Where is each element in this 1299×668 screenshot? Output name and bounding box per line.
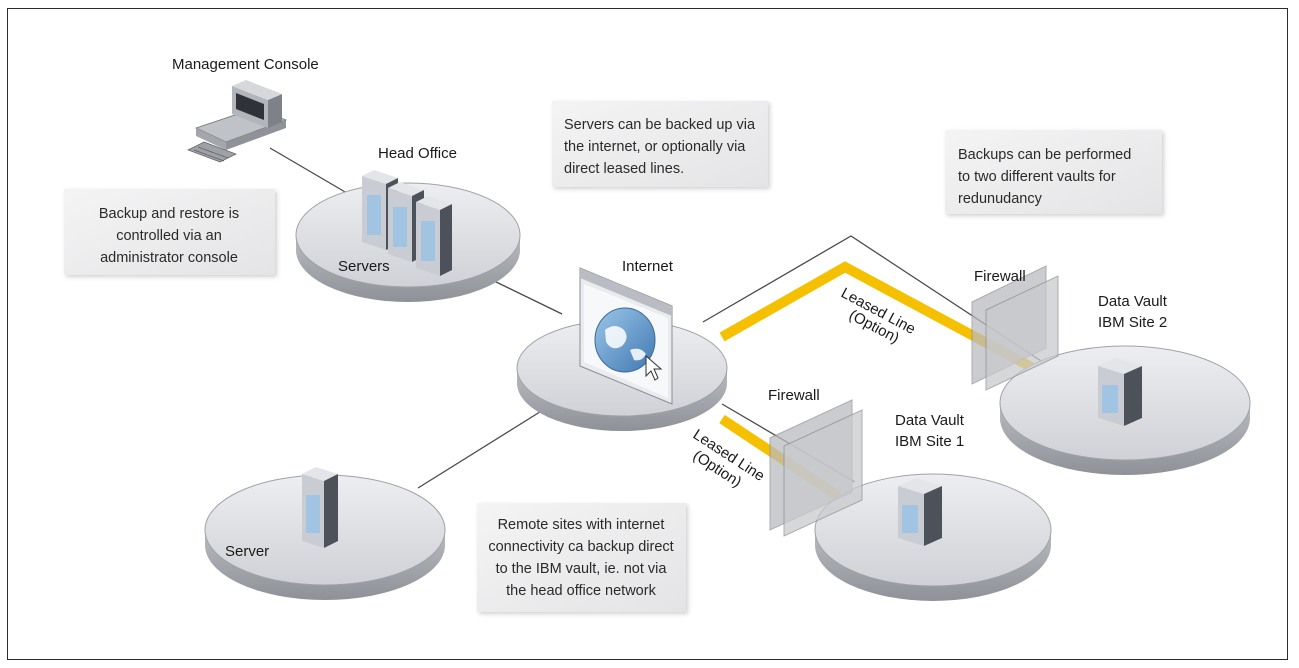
note-console-line-1: Backup and restore is	[99, 206, 239, 222]
note-servers	[552, 101, 768, 187]
note-console-line-3: administrator console	[100, 250, 238, 266]
line-headoffice-internet	[487, 277, 563, 315]
ibm-site-1-label: IBM Site 1	[895, 433, 964, 450]
line-internet-server	[417, 409, 544, 489]
note-console	[64, 189, 275, 275]
server-label: Server	[225, 543, 269, 560]
note-servers-line-3: direct leased lines.	[564, 161, 684, 177]
note-backups	[945, 130, 1162, 214]
note-backups-line-1: Backups can be performed	[958, 147, 1131, 163]
note-remote-line-3: to the IBM vault, ie. not via	[496, 561, 668, 577]
firewall-site1-icon	[769, 399, 863, 537]
note-backups-line-3: redunudancy	[958, 191, 1043, 207]
internet-browser-icon	[579, 267, 673, 405]
note-console-line-2: controlled via an	[116, 228, 222, 244]
ibm-site-2-label: IBM Site 2	[1098, 314, 1167, 331]
note-servers-line-1: Servers can be backed up via	[564, 117, 756, 133]
vault-site2-server-icon	[1098, 358, 1142, 426]
servers-label: Servers	[338, 258, 390, 275]
note-remote-line-2: connectivity ca backup direct	[488, 539, 673, 555]
note-remote-line-4: the head office network	[506, 583, 656, 599]
management-console-label: Management Console	[172, 56, 319, 73]
note-remote	[477, 503, 686, 612]
line-console-headoffice	[269, 147, 353, 197]
data-vault-site1-label: Data Vault	[895, 412, 965, 429]
vault-site1-server-icon	[898, 478, 942, 546]
note-remote-line-1: Remote sites with internet	[498, 517, 665, 533]
note-servers-line-2: the internet, or optionally via	[564, 139, 746, 155]
remote-server-icon	[302, 467, 338, 548]
firewall-site2-icon	[971, 265, 1059, 391]
firewall-site1-label: Firewall	[768, 387, 820, 404]
internet-label: Internet	[622, 258, 674, 275]
computer-icon	[187, 80, 288, 163]
head-office-servers-icon	[362, 170, 452, 276]
data-vault-site2-label: Data Vault	[1098, 293, 1168, 310]
firewall-site2-label: Firewall	[974, 268, 1026, 285]
head-office-label: Head Office	[378, 145, 457, 162]
note-backups-line-2: to two different vaults for	[958, 169, 1116, 185]
